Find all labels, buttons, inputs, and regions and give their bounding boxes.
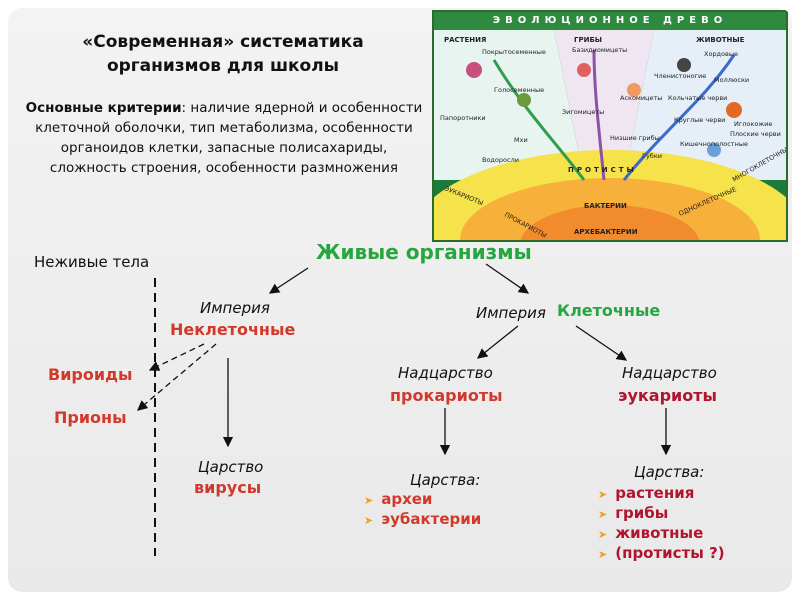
bullet-arrow-icon: ➤ xyxy=(364,494,374,507)
arrow-to-noncellular xyxy=(268,267,309,294)
kingdom-word: Царство xyxy=(198,458,264,476)
tree-bacteria-label: БАКТЕРИИ xyxy=(584,202,627,210)
flower-icon xyxy=(466,62,482,78)
plants-branch xyxy=(492,59,586,181)
criteria-text: Основные критерии: наличие ядерной и осо… xyxy=(24,98,424,178)
list-item: ➤(протисты ?) xyxy=(598,544,725,562)
tree-banner: ЭВОЛЮЦИОННОЕ ДРЕВО xyxy=(434,12,786,30)
nonliving-label: Неживые тела xyxy=(34,253,150,271)
viruses-label: вирусы xyxy=(194,478,262,497)
cellular-label: Клеточные xyxy=(557,301,661,320)
tree-label: Мхи xyxy=(514,136,528,144)
viroids-label: Вироиды xyxy=(48,365,133,384)
criteria-label: Основные критерии xyxy=(25,100,182,116)
prokaryote-kingdoms-word: Царства: xyxy=(410,471,481,489)
slide-title: «Современная» систематика организмов для… xyxy=(82,32,364,76)
arrow-to-prokaryotes xyxy=(476,325,519,359)
tree-label: Моллюски xyxy=(714,76,749,84)
tree-label: Водоросли xyxy=(482,156,519,164)
tree-label: Кольчатые черви xyxy=(668,94,727,102)
tree-illustration: РАСТЕНИЯ ГРИБЫ ЖИВОТНЫЕ Покрытосеменные … xyxy=(434,30,786,240)
tree-label: Членистоногие xyxy=(654,72,706,80)
mushroom-icon xyxy=(577,63,591,77)
animals-branch xyxy=(622,54,736,181)
prokaryote-kingdoms-list: ➤археи ➤эубактерии xyxy=(364,490,481,530)
diagram-arrows xyxy=(137,263,672,556)
tree-label: Голосеменные xyxy=(494,86,544,94)
superkingdom-eukaryotes-word: Надцарство xyxy=(622,364,717,382)
arrow-to-cellular xyxy=(485,263,530,294)
tree-heading-animals: ЖИВОТНЫЕ xyxy=(696,36,745,44)
list-item: ➤животные xyxy=(598,524,704,542)
bullet-arrow-icon: ➤ xyxy=(598,488,608,501)
list-item: ➤растения xyxy=(598,484,695,502)
living-organisms-label: Живые организмы xyxy=(316,240,532,264)
bullet-arrow-icon: ➤ xyxy=(598,528,608,541)
tree-label: Кишечнополостные xyxy=(680,140,748,148)
bacteria-ring xyxy=(520,205,700,240)
bullet-arrow-icon: ➤ xyxy=(598,548,608,561)
superkingdom-prokaryotes-word: Надцарство xyxy=(398,364,493,382)
tree-label: Базидиомицеты xyxy=(572,46,627,54)
tree-label: Папоротники xyxy=(440,114,486,122)
mole-icon xyxy=(677,58,691,72)
jellyfish-icon xyxy=(707,143,721,157)
list-item: ➤археи xyxy=(364,490,433,508)
tree-archaebacteria-label: АРХЕБАКТЕРИИ xyxy=(574,228,638,236)
tree-label: Зигомицеты xyxy=(562,108,604,116)
slide: «Современная» систематика организмов для… xyxy=(8,8,792,592)
arrow-to-viroids xyxy=(148,343,205,371)
criteria-body: : наличие ядерной и особенности клеточно… xyxy=(35,100,423,176)
prions-label: Прионы xyxy=(54,408,127,427)
tree-label: Аскомицеты xyxy=(620,94,662,102)
empire-noncellular-word: Империя xyxy=(200,299,270,317)
animals-sector xyxy=(624,30,786,180)
noncellular-label: Неклеточные xyxy=(170,320,296,339)
tree-label: Плоские черви xyxy=(730,130,781,138)
cone-icon xyxy=(517,93,531,107)
tree-label: Низшие грибы xyxy=(610,134,660,142)
arrow-to-eukaryotes xyxy=(575,325,628,361)
tree-heading-plants: РАСТЕНИЯ xyxy=(444,36,486,44)
tree-label: Покрытосеменные xyxy=(482,48,546,56)
fungus-icon xyxy=(627,83,641,97)
list-item: ➤грибы xyxy=(598,504,669,522)
tree-heading-fungi: ГРИБЫ xyxy=(574,36,602,44)
fungi-branch xyxy=(592,49,606,181)
prokaryotes-label: прокариоты xyxy=(390,386,503,405)
tree-label: Иглокожие xyxy=(734,120,772,128)
eukaryote-kingdoms-list: ➤растения ➤грибы ➤животные ➤(протисты ?) xyxy=(598,484,725,564)
eukaryote-kingdoms-word: Царства: xyxy=(634,463,705,481)
tree-label: Круглые черви xyxy=(674,116,725,124)
arrow-to-prions xyxy=(137,343,217,411)
bullet-arrow-icon: ➤ xyxy=(364,514,374,527)
list-item: ➤эубактерии xyxy=(364,510,482,528)
empire-cellular-word: Империя xyxy=(476,304,546,322)
bullet-arrow-icon: ➤ xyxy=(598,508,608,521)
tree-label: Хордовые xyxy=(704,50,738,58)
starfish-icon xyxy=(726,102,742,118)
tree-label: Губки xyxy=(642,152,662,160)
tree-protists-label: ПРОТИСТЫ xyxy=(568,166,637,174)
evolution-tree-image: ЭВОЛЮЦИОННОЕ ДРЕВО РАСТЕНИЯ ГРИБЫ xyxy=(432,10,788,242)
eukaryotes-label: эукариоты xyxy=(618,386,717,405)
